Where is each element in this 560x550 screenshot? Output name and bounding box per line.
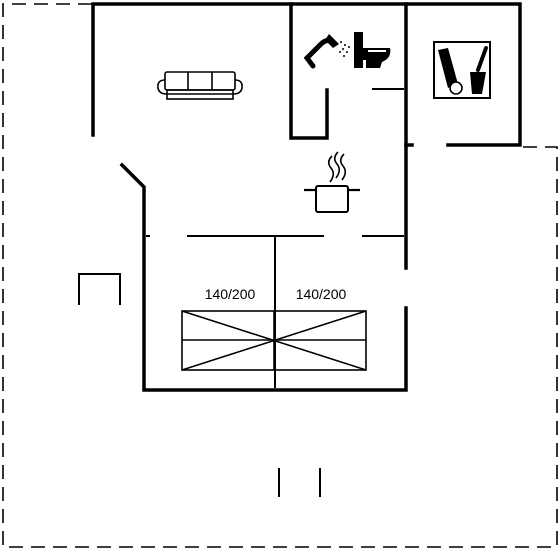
property-boundary bbox=[2, 3, 558, 548]
washing-machine-icon bbox=[433, 41, 491, 99]
shower-icon bbox=[303, 34, 350, 69]
bedroom-walls bbox=[146, 235, 404, 388]
bed-label-right: 140/200 bbox=[296, 286, 347, 302]
house-walls bbox=[91, 2, 522, 392]
bathroom-walls bbox=[289, 2, 404, 140]
gate-posts bbox=[278, 468, 321, 497]
toilet-icon bbox=[354, 32, 391, 68]
double-bed-icon bbox=[181, 310, 367, 371]
sofa-icon bbox=[157, 71, 243, 100]
outdoor-table bbox=[78, 273, 121, 305]
cooking-pot-icon bbox=[304, 151, 360, 213]
bed-label-left: 140/200 bbox=[205, 286, 256, 302]
